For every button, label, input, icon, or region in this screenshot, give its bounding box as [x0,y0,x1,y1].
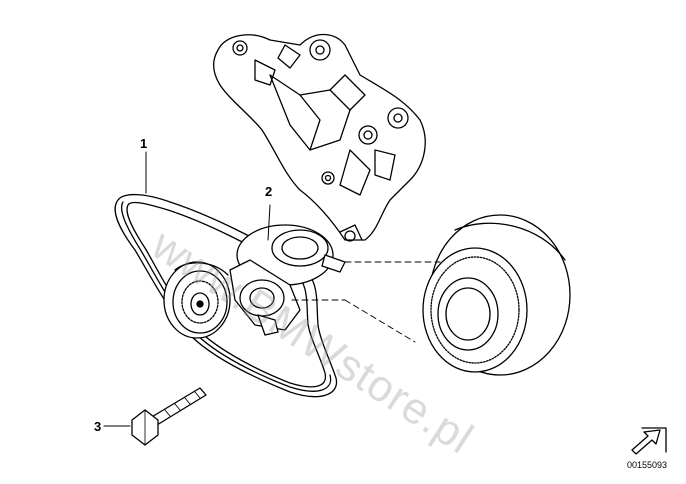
callout-2: 2 [265,184,273,199]
diagram-reference-arrow-icon [631,427,667,455]
reference-number: 00155093 [626,460,668,470]
belt-tensioner [229,204,346,336]
idler-pulley [163,261,231,339]
bolt [131,387,207,446]
callout-3: 3 [94,419,102,434]
crankshaft-pulley [422,214,571,376]
alignment-lines [291,261,441,343]
callout-1: 1 [140,136,148,151]
mounting-bracket [213,33,426,242]
